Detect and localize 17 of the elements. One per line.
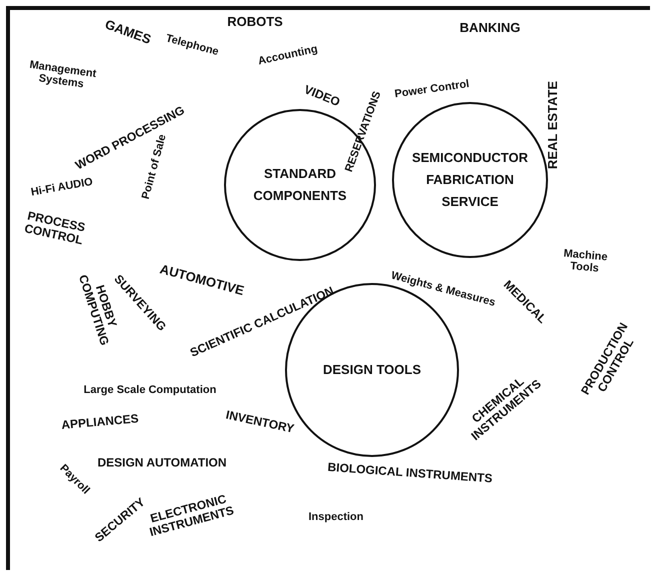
application-label: PROCESS CONTROL [22, 208, 88, 249]
circle-title: SEMICONDUCTOR FABRICATION SERVICE [410, 148, 530, 212]
circle-title: DESIGN TOOLS [322, 360, 422, 379]
application-label: BANKING [460, 21, 520, 35]
application-label: DESIGN AUTOMATION [97, 456, 227, 470]
circle-node [392, 102, 548, 258]
application-label: Accounting [257, 44, 319, 68]
application-label: Hi-Fi AUDIO [30, 176, 94, 200]
application-label: BIOLOGICAL INSTRUMENTS [327, 460, 493, 486]
application-label: REAL ESTATE [546, 80, 560, 170]
application-label: Inspection [308, 512, 364, 524]
application-label: Large Scale Computation [84, 385, 216, 397]
application-label: Power Control [394, 79, 470, 101]
application-label: Machine Tools [562, 248, 609, 276]
application-label: Management Systems [28, 59, 98, 92]
application-label: APPLIANCES [60, 412, 140, 432]
application-label: ROBOTS [227, 15, 283, 29]
